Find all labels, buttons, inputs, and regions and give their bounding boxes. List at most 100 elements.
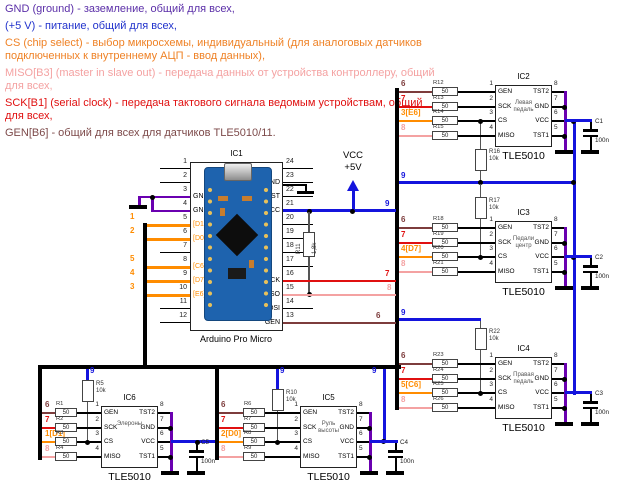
pin-num: 13 bbox=[286, 312, 294, 319]
net-label-miso: 8 bbox=[401, 259, 406, 268]
pin-stub bbox=[552, 91, 564, 93]
cap-lead bbox=[590, 258, 592, 265]
pin-stub bbox=[158, 412, 170, 414]
pin-num: 4 bbox=[489, 124, 493, 131]
pin-num: 1 bbox=[294, 401, 298, 408]
bus-horizontal-bottom bbox=[38, 365, 401, 369]
pin-num: 2 bbox=[183, 172, 187, 179]
pullup-lead bbox=[86, 402, 88, 441]
ic1-ref: IC1 bbox=[230, 149, 243, 158]
pullup-lead bbox=[479, 350, 481, 392]
secondary-chip bbox=[228, 268, 246, 279]
resistor: 50 bbox=[432, 131, 458, 140]
net-label-sck: 7 bbox=[401, 230, 406, 239]
r11-lead bbox=[308, 212, 310, 232]
pullup-value: 10k bbox=[489, 156, 499, 162]
pullup-ref: R16 bbox=[489, 149, 501, 155]
net-label-gen: 6 bbox=[401, 215, 406, 224]
chip-body bbox=[495, 357, 552, 419]
pin-num: 6 bbox=[359, 430, 363, 437]
ic1-pin-label: GND bbox=[193, 207, 209, 214]
pullup-lead bbox=[479, 321, 481, 328]
wire-cs bbox=[147, 294, 190, 297]
ground-symbol bbox=[581, 286, 599, 290]
ic1-pin-label: GND bbox=[264, 179, 280, 186]
wire-gen bbox=[399, 227, 432, 229]
net-label-cs: 4 bbox=[130, 268, 135, 277]
resistor-ref: R8 bbox=[244, 430, 252, 436]
pin-num: 2 bbox=[489, 231, 493, 238]
resistor-ref: R20 bbox=[433, 245, 444, 251]
pin-num: 6 bbox=[160, 430, 164, 437]
ic1-pin-label: GND bbox=[193, 193, 209, 200]
pin-stub bbox=[552, 407, 564, 409]
legend-sck: SCK[B1] (serial clock) - передача тактов… bbox=[5, 97, 423, 122]
pin-num: 5 bbox=[359, 445, 363, 452]
cap-plate bbox=[583, 270, 598, 273]
wire-sck bbox=[399, 242, 432, 244]
pin-num: 4 bbox=[95, 445, 99, 452]
pad-row-left bbox=[206, 184, 214, 314]
wire-vcc bbox=[565, 119, 592, 122]
ic1-pin-label: VCC bbox=[265, 207, 280, 214]
wire-miso bbox=[219, 456, 243, 458]
resistor: 50 bbox=[432, 267, 458, 276]
pin-name: VCC bbox=[141, 438, 155, 445]
net-label-sck: 7 bbox=[385, 269, 390, 278]
net-label-miso: 8 bbox=[45, 444, 50, 453]
junction-dot bbox=[561, 269, 567, 275]
wire-cs bbox=[42, 441, 55, 443]
pin-name: TST1 bbox=[533, 404, 549, 411]
cap-ref: C2 bbox=[595, 254, 604, 261]
wire-gen bbox=[399, 91, 432, 93]
wire-vcc bbox=[399, 181, 574, 184]
junction-dot bbox=[167, 425, 173, 431]
pin-stub bbox=[265, 456, 300, 458]
net-label-gen: 6 bbox=[376, 311, 381, 320]
pullup-ref: R10 bbox=[286, 390, 298, 396]
wire-gnd bbox=[138, 195, 153, 198]
chip-part: TLE5010 bbox=[502, 286, 545, 298]
pin-num: 7 bbox=[554, 367, 558, 374]
wire-vcc bbox=[370, 440, 398, 443]
pin-stub bbox=[458, 106, 495, 108]
pin-stub bbox=[458, 120, 495, 122]
wire-cs bbox=[147, 266, 190, 269]
sensor-ic4: IC4 Правая педаль TLE5010 6 7 5[C6] 8 R2… bbox=[399, 344, 609, 434]
resistor: 50 bbox=[55, 437, 77, 446]
net-label-cs: 4[D7] bbox=[401, 244, 422, 253]
pin-stub bbox=[158, 441, 170, 443]
ground-symbol bbox=[555, 150, 573, 154]
wire-cs bbox=[399, 256, 432, 258]
pin-stub bbox=[458, 256, 495, 258]
wire-gnd bbox=[151, 209, 190, 212]
pin-name: TST2 bbox=[533, 224, 549, 231]
pin-name: TST2 bbox=[533, 360, 549, 367]
pin-num: 2 bbox=[294, 416, 298, 423]
pin-stub bbox=[458, 91, 495, 93]
pin-stub bbox=[552, 256, 564, 258]
net-label-cs: 1[D1] bbox=[45, 429, 66, 438]
resistor: 50 bbox=[432, 223, 458, 232]
pin-name: TST2 bbox=[533, 88, 549, 95]
pullup-value: 10k bbox=[286, 397, 296, 403]
usb-connector bbox=[224, 163, 252, 181]
pullup-vcc-stub bbox=[85, 369, 89, 380]
pin-name: GEN bbox=[303, 409, 318, 416]
pin-name: GND bbox=[140, 424, 155, 431]
pin-num: 8 bbox=[554, 80, 558, 87]
vcc-arrow-line bbox=[351, 190, 355, 211]
smd-part bbox=[220, 208, 225, 216]
pin-name: GEN bbox=[498, 224, 513, 231]
chip-ref: IC4 bbox=[517, 344, 530, 353]
pin-stub bbox=[552, 378, 564, 380]
wire-vcc bbox=[171, 440, 215, 443]
pin-stub bbox=[458, 227, 495, 229]
pin-num: 21 bbox=[286, 200, 294, 207]
chip-body bbox=[495, 85, 552, 147]
ic1-pin: 20 bbox=[283, 213, 313, 225]
cap-lead bbox=[590, 273, 592, 286]
pin-stub bbox=[458, 378, 495, 380]
junction-dot bbox=[167, 454, 173, 460]
pin-num: 3 bbox=[489, 381, 493, 388]
